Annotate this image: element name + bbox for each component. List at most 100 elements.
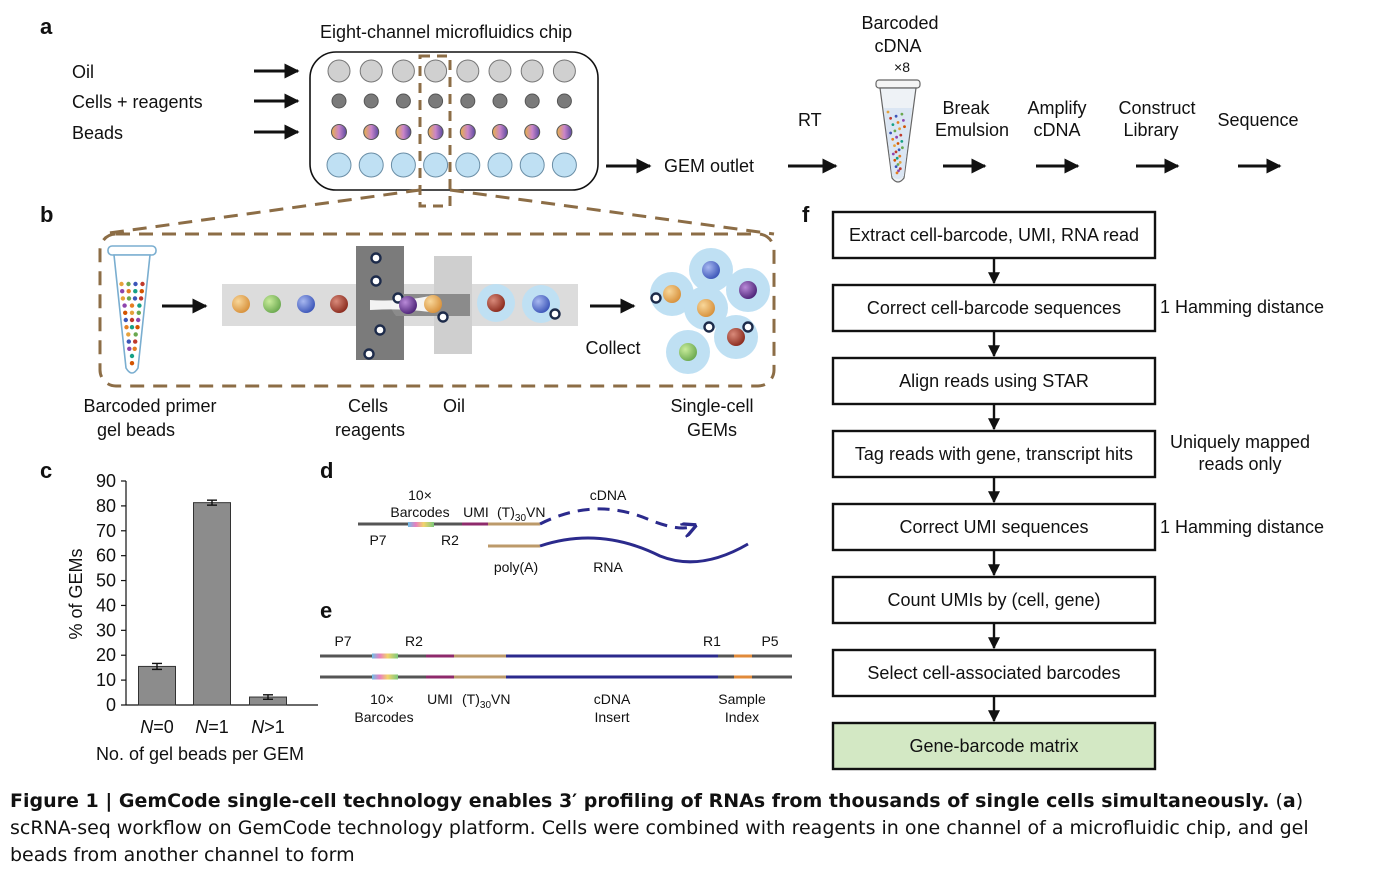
y-tick-label: 50: [96, 571, 116, 591]
panel-label-b: b: [40, 202, 53, 227]
tube-dot: [898, 161, 902, 164]
gem-well: [519, 152, 545, 178]
y-tick-label: 90: [96, 471, 116, 491]
tube-dot: [896, 142, 900, 145]
d-rna-label: RNA: [593, 559, 623, 575]
gel-bead-dot: [129, 303, 135, 308]
x-tick-label: N=1: [195, 717, 229, 737]
barcode-segment: [372, 653, 398, 659]
gel-bead-dot: [137, 303, 142, 308]
tube-label-cdna: cDNA: [874, 36, 921, 56]
step-break-l1: Break: [942, 98, 990, 118]
panel-label-c: c: [40, 458, 52, 483]
tube-dot: [903, 125, 906, 129]
cell: [370, 275, 382, 287]
tube-dot: [889, 116, 892, 120]
e-index-label: Index: [725, 709, 759, 725]
junction-items: [232, 252, 561, 360]
gel-bead-dot: [126, 281, 131, 287]
step-amplify-l2: cDNA: [1033, 120, 1080, 140]
flow-box-label: Align reads using STAR: [899, 371, 1089, 391]
gel-bead-dot: [129, 361, 135, 366]
y-tick-label: 40: [96, 595, 116, 615]
cell: [437, 311, 449, 323]
tube-dot: [894, 165, 898, 169]
d-10x-label: 10×: [408, 487, 432, 503]
gems-label-1: Single-cell: [670, 396, 753, 416]
e-r1-label: R1: [703, 633, 721, 649]
e-p5-label: P5: [761, 633, 778, 649]
flow-box-2: [831, 283, 1157, 333]
cell: [742, 321, 754, 333]
gel-bead: [532, 295, 550, 313]
x-tick-label: N>1: [251, 717, 285, 737]
note-hamming-1: 1 Hamming distance: [1160, 297, 1324, 317]
rt-label: RT: [798, 110, 822, 130]
oil-well: [520, 59, 544, 83]
note-unique-2: reads only: [1198, 454, 1281, 474]
tube-dot: [901, 146, 904, 150]
input-beads-label: Beads: [72, 123, 123, 143]
gel-bead: [702, 261, 720, 279]
gel-bead: [697, 299, 715, 317]
oil-well: [552, 59, 576, 83]
bead-well: [363, 124, 380, 140]
step-sequence: Sequence: [1217, 110, 1298, 130]
e-10x-label: 10×: [370, 691, 394, 707]
gel-bead-dot: [135, 325, 140, 330]
gel-bead-dot: [122, 303, 127, 308]
cell: [363, 348, 375, 360]
bar-N=1: [193, 502, 231, 706]
gel-bead-dot: [138, 296, 144, 301]
pipeline-flowchart: Extract cell-barcode, UMI, RNA readCorre…: [831, 210, 1157, 771]
zoom-line-right: [449, 188, 775, 236]
gel-bead: [727, 328, 745, 346]
figure-caption: Figure 1 | GemCode single-cell technolog…: [10, 788, 1370, 869]
gel-bead: [399, 296, 417, 314]
oil-label: Oil: [443, 396, 465, 416]
gem-well: [390, 152, 416, 178]
cell-well: [331, 93, 347, 109]
gel-bead-dot: [133, 339, 138, 344]
tube-dot: [898, 127, 901, 131]
bead-well: [459, 124, 476, 140]
flow-box-label: Correct cell-barcode sequences: [867, 298, 1121, 318]
tube-dot: [893, 158, 897, 162]
y-tick-label: 0: [106, 695, 116, 715]
gel-bead: [424, 295, 442, 313]
zoom-line-left: [101, 188, 421, 236]
gel-bead-dot: [124, 325, 129, 330]
y-tick-label: 20: [96, 645, 116, 665]
figure-canvas: a Eight-channel microfluidics chip Oil C…: [40, 13, 1324, 771]
step-amplify-l1: Amplify: [1027, 98, 1086, 118]
gel-bead-dot: [129, 310, 135, 315]
tube-dot: [891, 123, 895, 126]
oil-well: [359, 59, 383, 83]
oil-well: [424, 59, 448, 83]
cell-well: [524, 93, 540, 109]
e-sample-label: Sample: [718, 691, 766, 707]
input-cells-label: Cells + reagents: [72, 92, 203, 112]
e-p7-label: P7: [334, 633, 351, 649]
zoom-box: [98, 232, 776, 388]
tube-dot: [889, 131, 892, 135]
cdna-tube-icon: [875, 79, 921, 183]
tube-dot: [894, 114, 898, 118]
gem-well: [455, 152, 481, 178]
y-tick-label: 30: [96, 620, 116, 640]
gel-bead-dot: [136, 310, 141, 315]
tube-dot: [897, 148, 901, 152]
gel-bead-dot: [120, 289, 125, 294]
gel-bead: [739, 281, 757, 299]
flow-box-8: [831, 721, 1157, 771]
tube-dot: [898, 167, 902, 171]
gel-bead-dot: [132, 346, 137, 351]
flow-box-label: Tag reads with gene, transcript hits: [855, 444, 1133, 464]
flow-box-label: Extract cell-barcode, UMI, RNA read: [849, 225, 1139, 245]
gel-bead-dots: [119, 281, 145, 366]
gel-bead-dot: [126, 332, 131, 337]
flow-box-7: [831, 648, 1157, 698]
y-tick-label: 10: [96, 670, 116, 690]
tube-dot: [895, 171, 899, 175]
tube-label-x8: ×8: [894, 59, 910, 75]
